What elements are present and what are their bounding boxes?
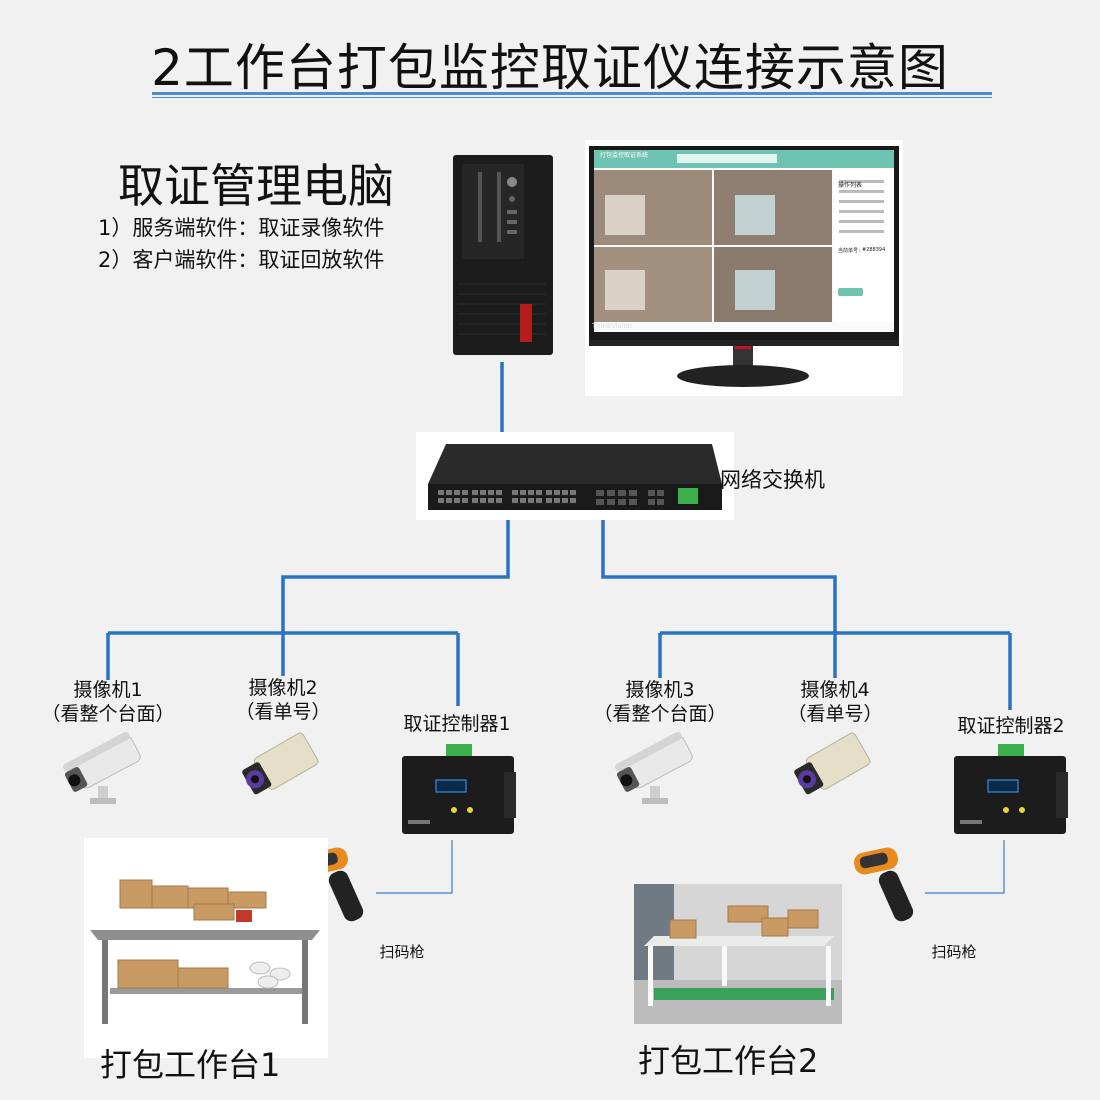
cam1-name: 摄像机1 <box>73 679 143 701</box>
lenovo-logo-icon <box>520 304 532 342</box>
power-terminal-icon <box>678 488 698 504</box>
title-underline <box>152 92 992 95</box>
controller1-device-icon <box>402 744 516 834</box>
screen-side-title: 操作列表 <box>838 182 863 189</box>
controller2-label: 取证控制器2 <box>957 715 1065 737</box>
link-switch-left <box>281 512 510 633</box>
title-underline-thin <box>152 97 992 98</box>
workbench1-drawing <box>90 879 320 1024</box>
camera4-box-icon <box>794 732 871 795</box>
monitor <box>589 146 899 387</box>
workbench1-label: 打包工作台1 <box>100 1046 281 1084</box>
link-switch-right <box>601 512 837 633</box>
scanner2-label: 扫码枪 <box>931 943 977 961</box>
screen-app-title: 打包监控取证系统 <box>600 152 649 159</box>
workbench2-label: 打包工作台2 <box>638 1042 819 1080</box>
screen-order-label: 当前单号： <box>838 248 864 254</box>
pc-software-line-2: 2）客户端软件：取证回放软件 <box>98 248 385 272</box>
camera-grid <box>594 170 832 322</box>
cam4-name: 摄像机4 <box>800 679 870 701</box>
monitor-brand: ThinkVision <box>592 322 633 330</box>
controller1-label: 取证控制器1 <box>403 713 511 735</box>
screen-order-value: #288394 <box>862 247 886 253</box>
cam3-name: 摄像机3 <box>625 679 695 701</box>
cam2-desc: （看单号） <box>235 701 331 723</box>
cam2-name: 摄像机2 <box>248 677 318 699</box>
switch-label: 网络交换机 <box>720 468 825 492</box>
cam3-desc: （看整个台面） <box>593 703 727 725</box>
controller2-device-icon <box>954 744 1068 834</box>
camera1-bullet-icon <box>62 731 141 804</box>
scanner2-icon <box>854 847 914 922</box>
network-switch <box>428 444 722 510</box>
workbench1-photo <box>84 838 328 1058</box>
link-scanner1 <box>376 840 453 894</box>
pc-software-line-1: 1）服务端软件：取证录像软件 <box>98 216 385 240</box>
camera2-box-icon <box>242 732 319 795</box>
scanner1-label: 扫码枪 <box>379 943 425 961</box>
pc-tower <box>453 155 553 355</box>
link-scanner2 <box>925 840 1005 894</box>
page-title: 2工作台打包监控取证仪连接示意图 <box>151 39 949 97</box>
camera3-bullet-icon <box>614 731 693 804</box>
cam4-desc: （看单号） <box>787 703 883 725</box>
cam1-desc: （看整个台面） <box>41 703 175 725</box>
workbench2-drawing <box>634 884 842 1024</box>
pc-title: 取证管理电脑 <box>118 159 394 213</box>
